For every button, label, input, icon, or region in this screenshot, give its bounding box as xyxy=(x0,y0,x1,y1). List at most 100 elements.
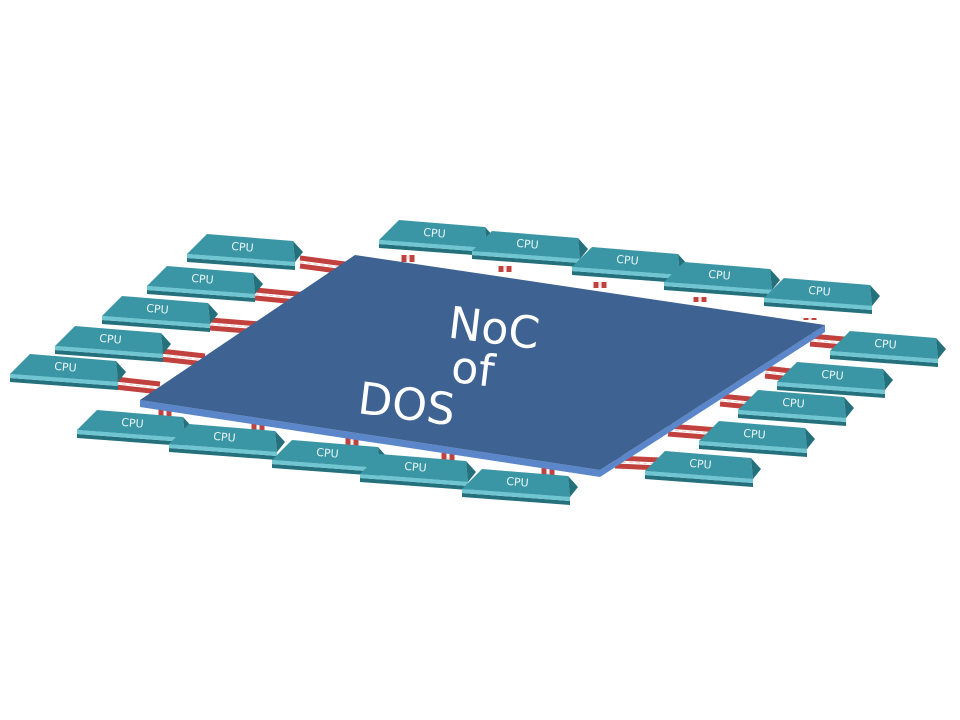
cpu-top xyxy=(55,326,163,354)
cpu-edge xyxy=(10,374,118,386)
cpu-edge xyxy=(187,254,295,266)
cpu-top xyxy=(272,440,380,468)
cpu-node: CPU xyxy=(738,390,854,426)
cpu-side xyxy=(147,290,255,302)
cpu-side xyxy=(77,434,185,446)
link-wire xyxy=(114,384,161,395)
cpu-node: CPU xyxy=(379,220,495,256)
cpu-label: CPU xyxy=(708,268,731,283)
cpu-right-bevel xyxy=(770,269,780,290)
cpu-top xyxy=(10,354,118,382)
cpu-node: CPU xyxy=(699,421,815,457)
link-center xyxy=(209,323,286,331)
cpu-side xyxy=(55,350,163,362)
cpu-label: CPU xyxy=(821,368,844,383)
cpu-edge xyxy=(764,298,872,310)
cpu-top xyxy=(462,469,570,497)
link-wire xyxy=(114,376,161,387)
cpu-edge xyxy=(102,316,210,328)
cpu-side xyxy=(10,378,118,390)
title-line-2: of xyxy=(449,342,499,398)
cpu-edge xyxy=(360,474,468,486)
cpu-node: CPU xyxy=(572,247,688,283)
cpu-label: CPU xyxy=(231,240,254,255)
cpu-right-bevel xyxy=(253,273,263,294)
cpu-top xyxy=(102,296,210,324)
cpu-top xyxy=(77,410,185,438)
cpu-side xyxy=(272,464,380,476)
cpu-edge xyxy=(472,251,580,263)
cpu-edge xyxy=(830,351,938,363)
cpu-edge xyxy=(699,441,807,453)
cpu-top xyxy=(664,262,772,290)
cpu-side xyxy=(572,271,680,283)
cpu-right-bevel xyxy=(578,238,588,259)
cpu-node: CPU xyxy=(55,326,171,362)
cpu-edge xyxy=(379,240,487,252)
title-line-3: DOS xyxy=(355,373,457,436)
cpu-top xyxy=(169,424,277,452)
cpu-top xyxy=(830,331,938,359)
cpu-side xyxy=(777,386,885,398)
link-wire xyxy=(299,255,346,267)
cpu-node: CPU xyxy=(645,451,761,487)
cpu-label: CPU xyxy=(191,272,214,287)
cpu-side xyxy=(462,493,570,505)
cpu-right-bevel xyxy=(805,428,815,449)
link-center xyxy=(159,354,206,361)
cpu-label: CPU xyxy=(616,253,639,268)
cpu-label: CPU xyxy=(121,416,144,431)
cpu-top xyxy=(572,247,680,275)
cpu-right-bevel xyxy=(568,476,578,497)
cpu-nodes: CPUCPUCPUCPUCPUCPUCPUCPUCPUCPUCPUCPUCPUC… xyxy=(10,220,946,505)
cpu-side xyxy=(738,414,846,426)
cpu-side xyxy=(699,445,807,457)
link-center xyxy=(667,429,719,435)
cpu-top xyxy=(472,231,580,259)
cpu-label: CPU xyxy=(99,332,122,347)
cpu-edge xyxy=(645,471,753,483)
cpu-top xyxy=(699,421,807,449)
cpu-right-bevel xyxy=(751,458,761,479)
link-wire xyxy=(159,348,206,359)
cpu-node: CPU xyxy=(830,331,946,367)
cpu-right-bevel xyxy=(161,333,171,354)
cpu-label: CPU xyxy=(423,226,446,241)
cpu-side xyxy=(664,286,772,298)
cpu-top xyxy=(360,454,468,482)
cpu-edge xyxy=(55,346,163,358)
cpu-label: CPU xyxy=(54,360,77,375)
cpu-side xyxy=(830,355,938,367)
cpu-right-bevel xyxy=(208,303,218,324)
cpu-label: CPU xyxy=(874,337,897,352)
link-7 xyxy=(498,266,512,272)
cpu-right-bevel xyxy=(936,338,946,359)
cpu-label: CPU xyxy=(316,446,339,461)
cpu-top xyxy=(738,390,846,418)
cpu-edge xyxy=(272,460,380,472)
cpu-node: CPU xyxy=(169,424,285,460)
cpu-right-bevel xyxy=(116,361,126,382)
link-8 xyxy=(593,282,607,288)
cpu-label: CPU xyxy=(404,460,427,475)
cpu-right-bevel xyxy=(275,431,285,452)
cpu-top xyxy=(187,234,295,262)
cpu-edge xyxy=(147,286,255,298)
link-9 xyxy=(693,297,707,302)
cpu-label: CPU xyxy=(506,475,529,490)
cpu-node: CPU xyxy=(77,410,193,446)
cpu-edge xyxy=(572,267,680,279)
cpu-right-bevel xyxy=(870,285,880,306)
cpu-node: CPU xyxy=(777,362,893,398)
cpu-node: CPU xyxy=(102,296,218,332)
cpu-node: CPU xyxy=(10,354,126,390)
cpu-node: CPU xyxy=(462,469,578,505)
cpu-label: CPU xyxy=(743,427,766,442)
cpu-top xyxy=(379,220,487,248)
title-line-1: NoC xyxy=(446,298,543,360)
cpu-side xyxy=(169,448,277,460)
cpu-right-bevel xyxy=(883,369,893,390)
cpu-side xyxy=(187,258,295,270)
platform-surface xyxy=(140,255,825,470)
